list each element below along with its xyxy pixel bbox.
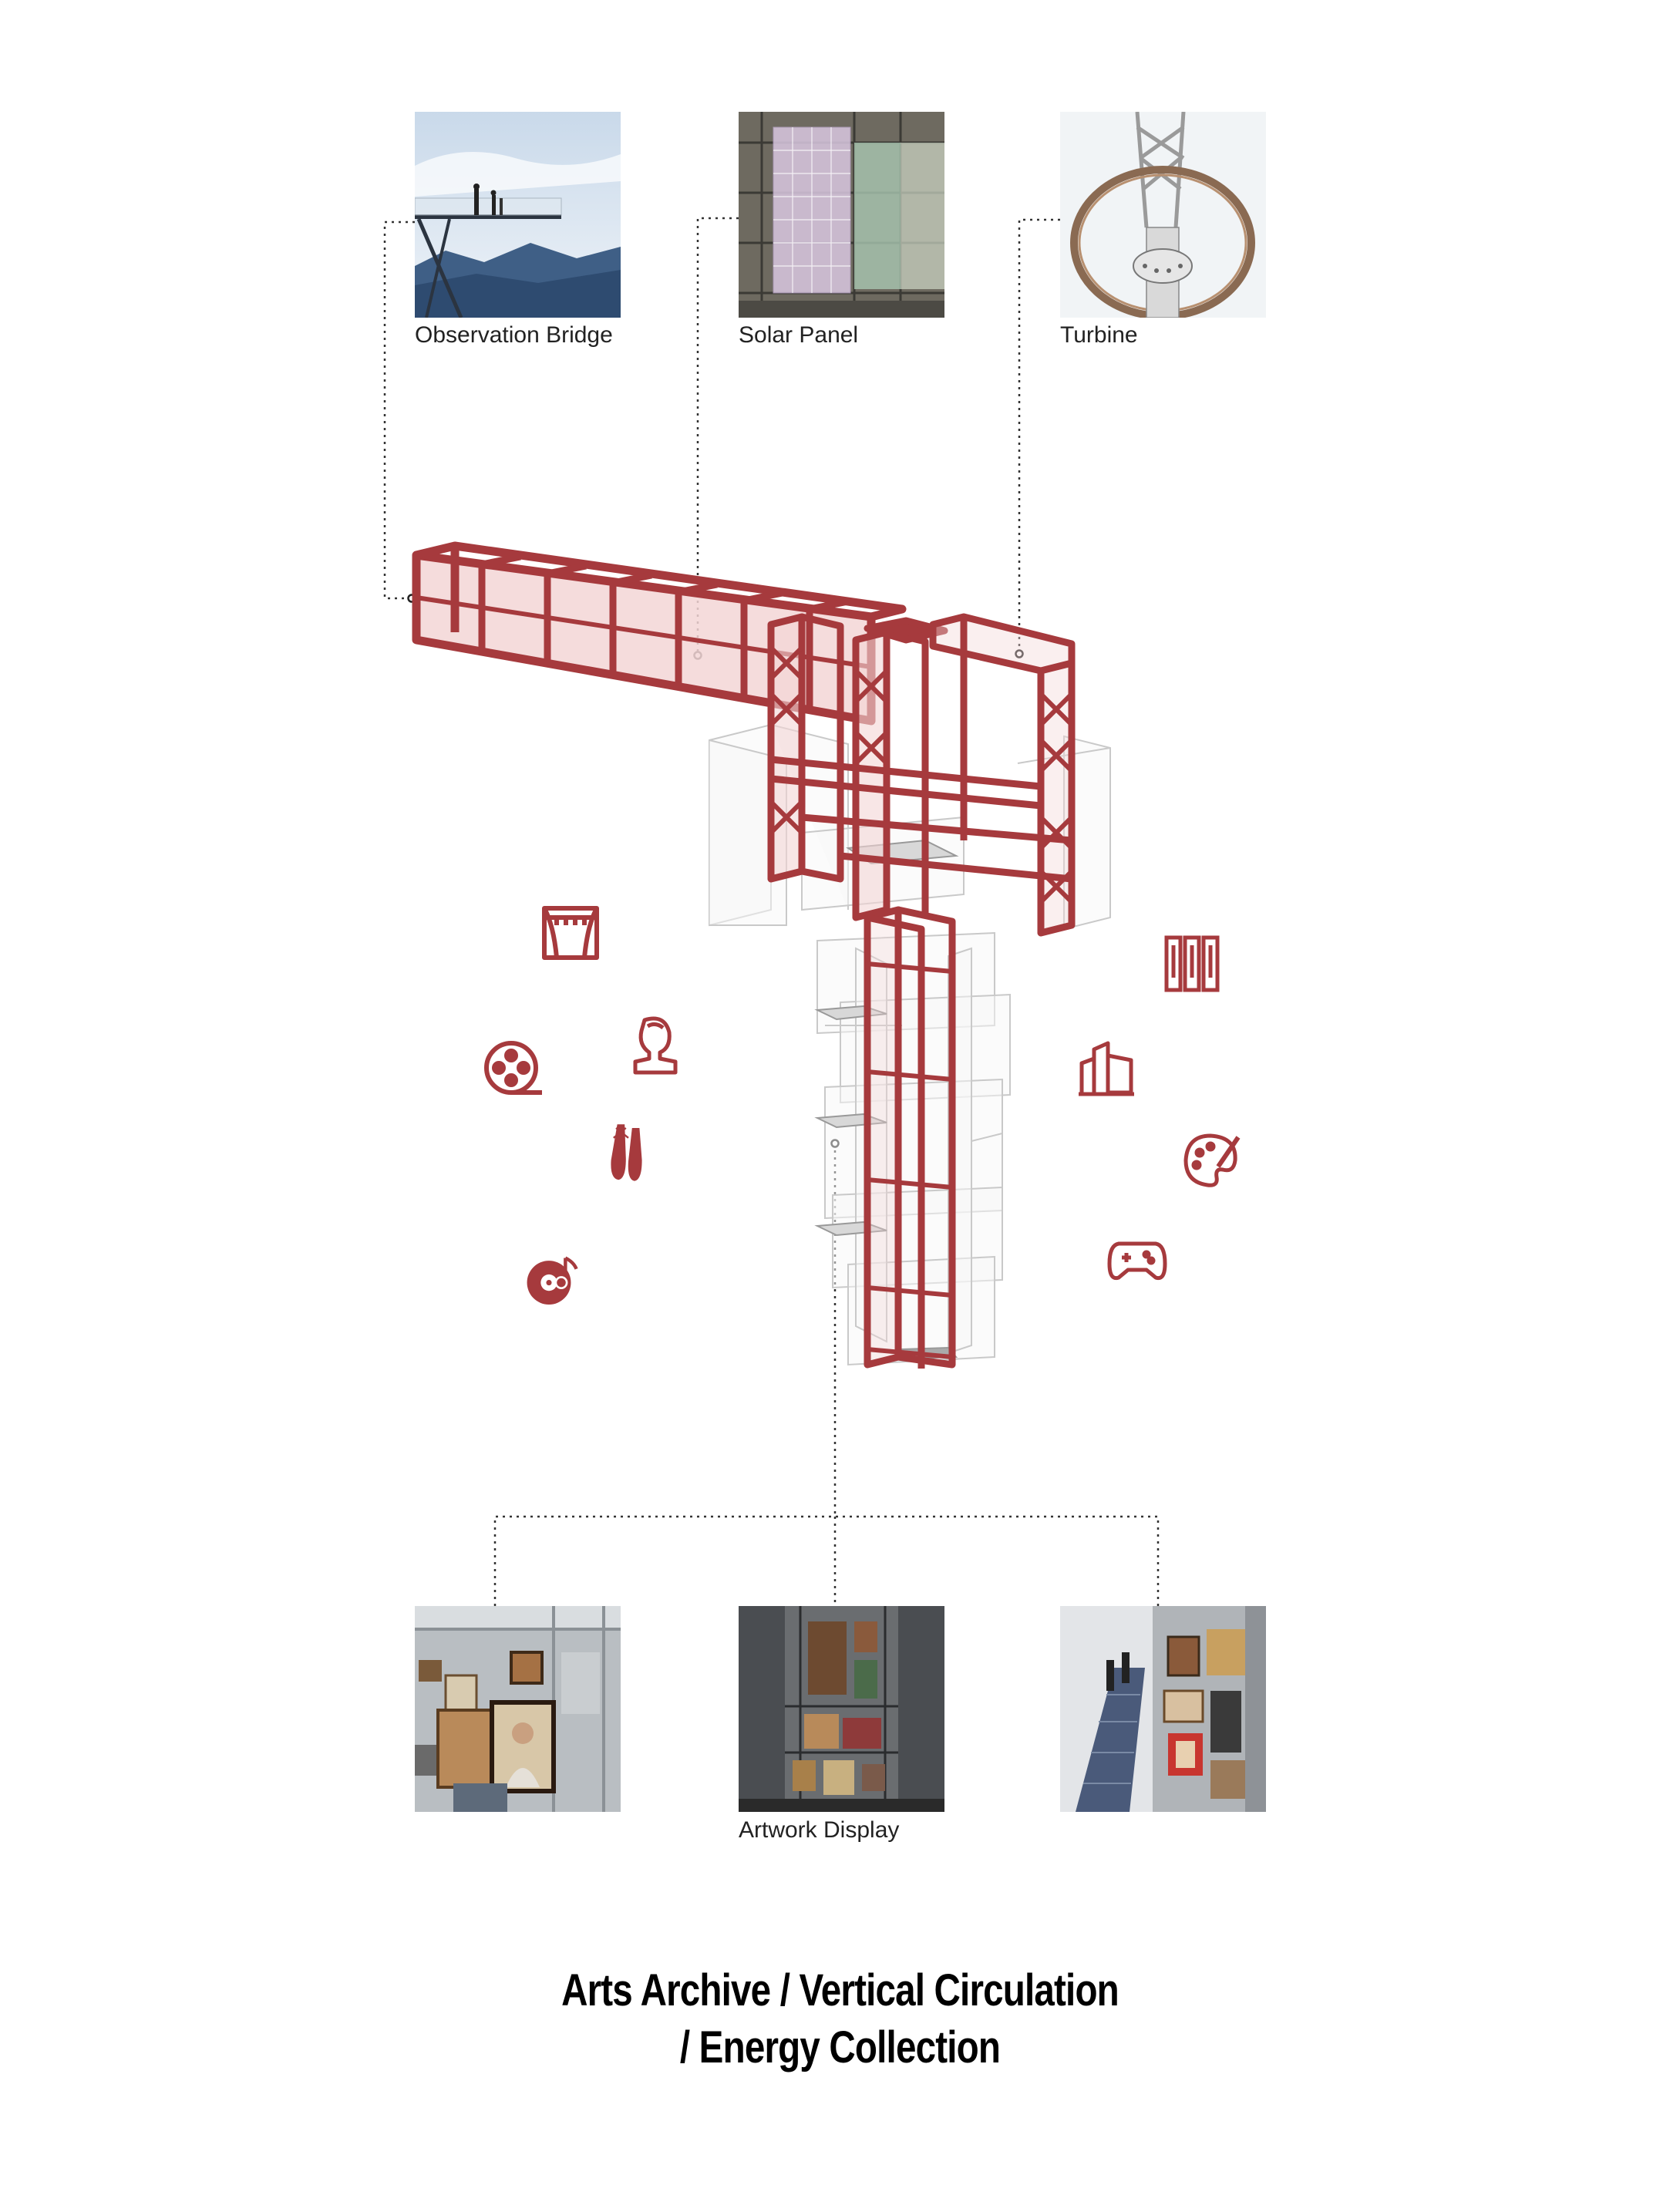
caption-solar-panel: Solar Panel bbox=[739, 322, 859, 348]
photo-observation-bridge bbox=[415, 112, 621, 318]
tower-core-frame bbox=[767, 613, 1076, 1369]
ballet-shoes-icon bbox=[598, 1122, 659, 1184]
diagram-title: Arts Archive / Vertical Circulation / En… bbox=[151, 1962, 1529, 2076]
photo-solar-panel bbox=[739, 112, 944, 318]
theater-curtain-icon bbox=[540, 902, 601, 964]
music-record-icon bbox=[524, 1249, 586, 1311]
painting-palette-icon bbox=[1180, 1130, 1241, 1191]
photo-turbine bbox=[1060, 112, 1266, 318]
film-reel-icon bbox=[482, 1037, 544, 1099]
caption-artwork-display: Artwork Display bbox=[739, 1817, 900, 1843]
photo-escalator-gallery bbox=[1060, 1606, 1266, 1812]
title-line-1: Arts Archive / Vertical Circulation bbox=[561, 1965, 1119, 2015]
library-books-icon bbox=[1160, 933, 1222, 995]
observation-bridge-frame bbox=[412, 541, 907, 726]
architecture-icon bbox=[1076, 1037, 1137, 1099]
photo-atrium-artwork bbox=[739, 1606, 944, 1812]
title-line-2: / Energy Collection bbox=[679, 2022, 1001, 2072]
caption-turbine: Turbine bbox=[1060, 322, 1138, 348]
caption-observation-bridge: Observation Bridge bbox=[415, 322, 613, 348]
sculpture-bust-icon bbox=[625, 1014, 686, 1076]
game-controller-icon bbox=[1106, 1230, 1168, 1291]
photo-gallery-wall bbox=[415, 1606, 621, 1812]
